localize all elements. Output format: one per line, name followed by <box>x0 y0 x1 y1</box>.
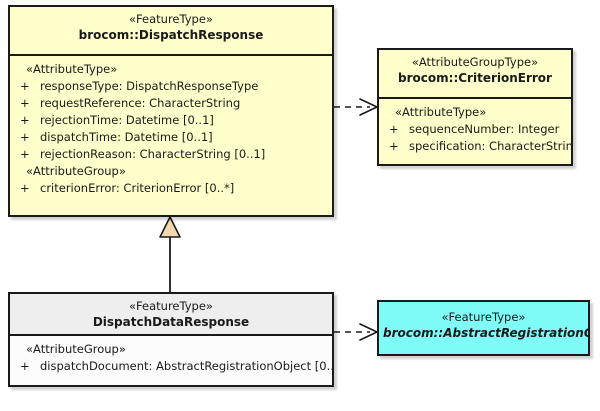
class-compartments-criterion-error: «AttributeType» + sequenceNumber: Intege… <box>379 99 571 159</box>
class-name: DispatchDataResponse <box>92 315 250 329</box>
class-compartments-dispatch-response: «AttributeType» + responseType: Dispatch… <box>10 56 332 201</box>
attribute-row: + specification: CharacterString <box>381 138 571 155</box>
class-box-abstract-registration-object[interactable]: «FeatureType» brocom::AbstractRegistrati… <box>377 300 590 356</box>
visibility-marker: + <box>20 130 30 144</box>
attribute-row: + sequenceNumber: Integer <box>381 121 569 138</box>
attribute-row: + responseType: DispatchResponseType <box>12 78 330 95</box>
attribute-text: dispatchDocument: AbstractRegistrationOb… <box>40 359 334 373</box>
class-name: brocom::AbstractRegistrationObject <box>383 326 588 340</box>
generalization-dispatch-response <box>159 216 181 292</box>
visibility-marker: + <box>20 147 30 161</box>
class-stereotype: «FeatureType» <box>441 310 526 324</box>
attribute-row: + dispatchTime: Datetime [0..1] <box>12 129 330 146</box>
visibility-marker: + <box>20 359 30 373</box>
class-box-criterion-error[interactable]: «AttributeGroupType» brocom::CriterionEr… <box>377 48 573 166</box>
class-stereotype: «AttributeGroupType» <box>411 55 539 69</box>
dependency-criterion-error <box>334 98 378 116</box>
attribute-text: dispatchTime: Datetime [0..1] <box>40 130 213 144</box>
compartment-stereotype: «AttributeGroup» <box>26 342 126 356</box>
attribute-row: + rejectionTime: Datetime [0..1] <box>12 112 330 129</box>
class-header-criterion-error: «AttributeGroupType» brocom::CriterionEr… <box>379 50 571 99</box>
compartment-attribute-type: «AttributeType» + responseType: Dispatch… <box>12 61 330 163</box>
class-name: brocom::CriterionError <box>398 71 552 85</box>
compartment-stereotype: «AttributeType» <box>395 105 487 119</box>
visibility-marker: + <box>389 139 399 153</box>
open-arrowhead <box>359 323 378 341</box>
open-arrowhead <box>359 98 378 116</box>
compartment-attribute-type: «AttributeType» + sequenceNumber: Intege… <box>381 104 571 155</box>
attribute-row: + dispatchDocument: AbstractRegistration… <box>12 358 332 375</box>
hollow-triangle-arrowhead <box>159 216 181 238</box>
class-stereotype: «FeatureType» <box>129 299 213 313</box>
attribute-text: rejectionReason: CharacterString [0..1] <box>40 147 266 161</box>
dependency-registration-object <box>334 323 378 341</box>
attribute-text: responseType: DispatchResponseType <box>40 79 259 93</box>
compartment-attribute-group: «AttributeGroup» + dispatchDocument: Abs… <box>12 341 332 375</box>
attribute-text: requestReference: CharacterString <box>40 96 241 110</box>
compartment-stereotype: «AttributeType» <box>26 62 118 76</box>
attribute-text: rejectionTime: Datetime [0..1] <box>40 113 214 127</box>
compartment-attribute-group: «AttributeGroup» + criterionError: Crite… <box>12 163 330 197</box>
class-name: brocom::DispatchResponse <box>78 28 264 42</box>
attribute-row: + criterionError: CriterionError [0..*] <box>12 180 330 197</box>
class-header-dispatch-data-response: «FeatureType» DispatchDataResponse <box>10 294 332 336</box>
class-box-dispatch-response[interactable]: «FeatureType» brocom::DispatchResponse «… <box>8 5 334 217</box>
class-box-dispatch-data-response[interactable]: «FeatureType» DispatchDataResponse «Attr… <box>8 292 334 387</box>
class-stereotype: «FeatureType» <box>129 12 213 26</box>
compartment-stereotype: «AttributeGroup» <box>26 164 126 178</box>
attribute-text: sequenceNumber: Integer <box>409 122 560 136</box>
attribute-row: + requestReference: CharacterString <box>12 95 330 112</box>
visibility-marker: + <box>389 122 399 136</box>
visibility-marker: + <box>20 113 30 127</box>
visibility-marker: + <box>20 96 30 110</box>
visibility-marker: + <box>20 181 30 195</box>
attribute-text: criterionError: CriterionError [0..*] <box>40 181 235 195</box>
attribute-row: + rejectionReason: CharacterString [0..1… <box>12 146 330 163</box>
visibility-marker: + <box>20 79 30 93</box>
class-compartments-dispatch-data-response: «AttributeGroup» + dispatchDocument: Abs… <box>10 336 332 379</box>
attribute-text: specification: CharacterString <box>409 139 573 153</box>
class-header-abstract-registration-object: «FeatureType» brocom::AbstractRegistrati… <box>379 302 588 354</box>
class-header-dispatch-response: «FeatureType» brocom::DispatchResponse <box>10 7 332 56</box>
